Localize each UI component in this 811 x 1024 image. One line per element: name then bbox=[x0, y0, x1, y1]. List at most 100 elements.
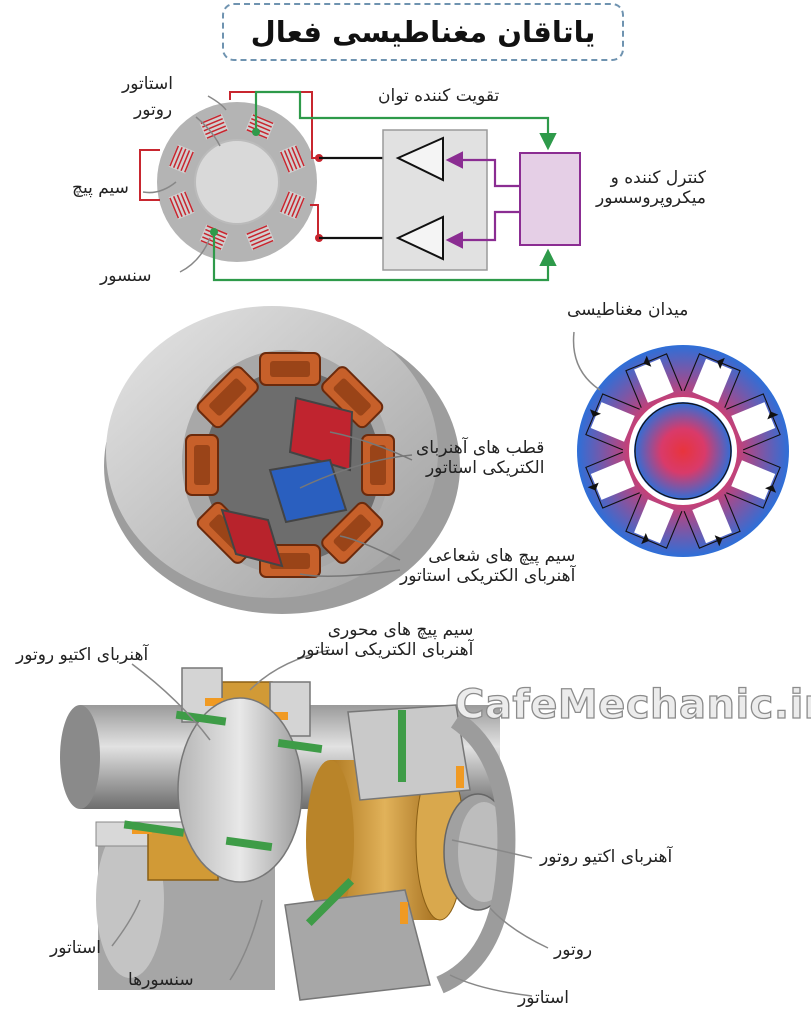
field-rotor bbox=[634, 402, 732, 500]
control-signal-2 bbox=[445, 210, 520, 249]
sensor-rod-6 bbox=[305, 877, 355, 927]
coil-winding bbox=[206, 129, 228, 139]
label-sensor: سنسور bbox=[100, 266, 152, 286]
coil-winding bbox=[172, 196, 183, 217]
title-box: یاتاقان مغناطیسی فعال bbox=[222, 3, 624, 61]
radial-coil-inner bbox=[194, 445, 210, 485]
right-stator-top bbox=[347, 704, 471, 801]
sleeve-left-edge bbox=[306, 760, 354, 920]
sensor-wire-top bbox=[254, 90, 557, 151]
leader-stator-right bbox=[449, 974, 533, 997]
field-slot bbox=[726, 451, 781, 509]
sensor-rod-5 bbox=[225, 836, 273, 852]
radial-coil bbox=[361, 434, 395, 496]
coil-winding bbox=[205, 125, 227, 136]
coil-winding bbox=[247, 228, 269, 239]
coil-winding bbox=[180, 150, 191, 172]
coil-winding bbox=[287, 194, 298, 216]
rotor-disc-collar bbox=[177, 697, 303, 883]
slot-gap bbox=[590, 460, 635, 500]
coil-winding bbox=[291, 147, 302, 168]
label-amplifier: تقویت کننده توان bbox=[378, 86, 500, 106]
label-rotor-bottom: روتور bbox=[554, 940, 593, 960]
coil-lead-left bbox=[139, 149, 160, 201]
leader-stator-left bbox=[111, 899, 141, 947]
field-arrow bbox=[765, 484, 777, 493]
coil-winding bbox=[176, 194, 187, 216]
sensor-dot-bottom bbox=[210, 228, 218, 236]
pole-coil bbox=[279, 144, 306, 174]
coil-winding bbox=[283, 192, 294, 214]
coil-winding bbox=[280, 151, 290, 173]
label-sensors: سنسورها bbox=[128, 970, 194, 990]
slot-gap bbox=[731, 402, 776, 442]
sensor-dot-top bbox=[252, 128, 260, 136]
radial-coil-inner bbox=[333, 514, 371, 552]
amplifier-triangle-1 bbox=[395, 136, 444, 182]
coil-winding bbox=[180, 192, 191, 214]
label-stator-top: استاتور bbox=[122, 74, 173, 94]
leader-rotor-magnet-top bbox=[131, 663, 211, 741]
right-stator-ring bbox=[436, 712, 516, 994]
axial-copper-2 bbox=[270, 712, 288, 720]
coil-winding bbox=[287, 148, 298, 170]
field-slots bbox=[585, 353, 781, 549]
axial-copper-1 bbox=[205, 698, 223, 706]
label-rotor-top: روتور bbox=[134, 100, 173, 120]
sensor-rod-2 bbox=[277, 738, 323, 754]
radial-coil bbox=[185, 434, 219, 496]
leader-radial-coils-2 bbox=[299, 569, 401, 577]
coil-winding bbox=[184, 151, 194, 173]
pole-face-red-bottom bbox=[220, 508, 284, 568]
coil-winding bbox=[249, 121, 271, 132]
label-active-rotor-magnet-top: آهنربای اکتیو روتور bbox=[16, 645, 149, 665]
radial-coil-inner bbox=[370, 445, 386, 485]
field-slot bbox=[625, 353, 683, 408]
coil-winding bbox=[249, 232, 271, 243]
coil-winding bbox=[176, 148, 187, 170]
label-active-rotor-magnet-right: آهنربای اکتیو روتور bbox=[540, 847, 673, 867]
controller-box bbox=[519, 152, 581, 246]
slot-gap bbox=[634, 358, 674, 403]
pole-coil bbox=[168, 190, 195, 220]
coil-winding bbox=[184, 191, 194, 213]
leader-field bbox=[572, 331, 601, 391]
label-magnetic-field: میدان مغناطیسی bbox=[567, 300, 689, 320]
amplifier-triangle-2 bbox=[395, 215, 444, 261]
leader-sensor bbox=[179, 237, 211, 273]
control-signal-1 bbox=[445, 151, 520, 188]
label-coil: سیم پیچ bbox=[72, 178, 129, 198]
field-arrow bbox=[767, 411, 779, 420]
stator-pole-faces bbox=[220, 396, 354, 568]
leader-rotor-bottom bbox=[489, 907, 549, 949]
schematic-section bbox=[139, 90, 581, 282]
pole-face-blue-center bbox=[268, 458, 348, 524]
field-slot bbox=[625, 494, 683, 549]
sensor-wire-bottom bbox=[212, 232, 557, 282]
coil-winding bbox=[251, 117, 272, 128]
radial-stator-section bbox=[104, 306, 460, 614]
leader-axial-coils bbox=[249, 649, 331, 691]
slot-gap bbox=[692, 358, 732, 403]
field-slot bbox=[726, 393, 781, 451]
coil-winding bbox=[291, 196, 302, 217]
field-line-ring bbox=[634, 402, 732, 500]
label-radial-coils: سیم پیچ های شعاعی آهنربای الکتریکی استات… bbox=[400, 546, 576, 587]
label-stator-bottom-left: استاتور bbox=[50, 938, 101, 958]
coil-winding bbox=[246, 225, 268, 235]
radial-coil bbox=[196, 366, 259, 429]
pole-coil bbox=[279, 190, 306, 220]
leader-radial-coils bbox=[339, 535, 401, 561]
leader-coil bbox=[142, 181, 177, 194]
slot-gap bbox=[731, 460, 776, 500]
radial-coil-inner bbox=[270, 361, 310, 377]
sensor-rod-4 bbox=[123, 820, 185, 837]
coil-winding bbox=[203, 121, 225, 132]
coil-winding bbox=[202, 236, 223, 247]
field-arrow bbox=[714, 535, 723, 547]
label-stator-bottom-right: استاتور bbox=[518, 988, 569, 1008]
field-slot bbox=[585, 451, 640, 509]
field-arrow bbox=[587, 482, 599, 491]
leader-stator bbox=[207, 95, 227, 111]
